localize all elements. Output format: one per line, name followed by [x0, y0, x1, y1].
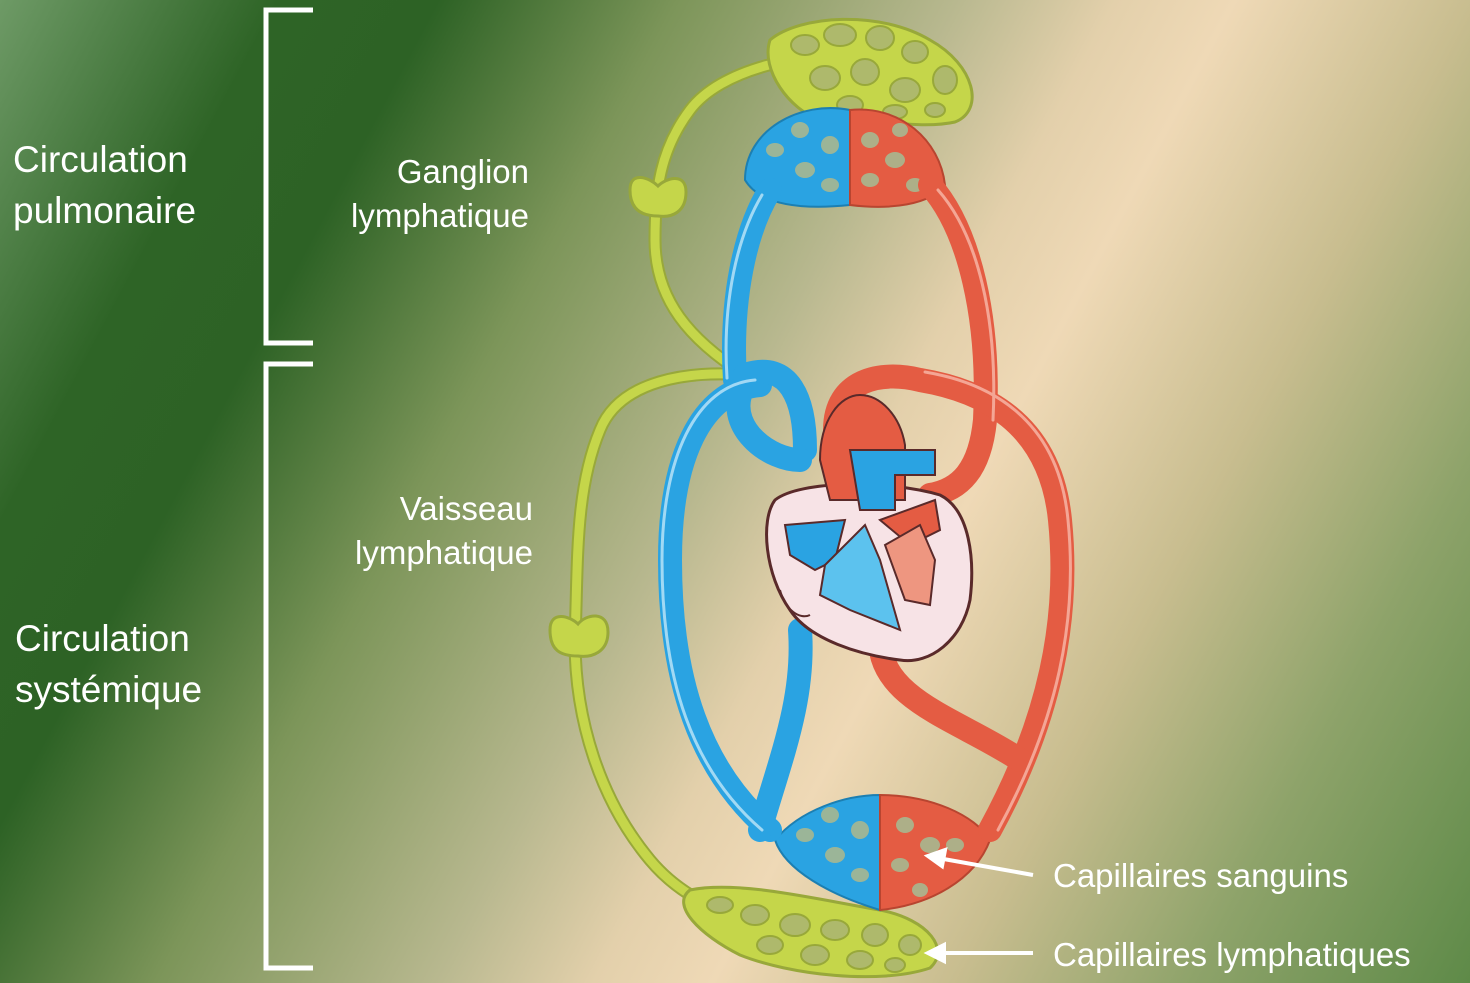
systemic-capillaries [775, 795, 990, 910]
lymph-capillaries-label: Capillaires lymphatiques [1053, 935, 1411, 975]
blood-capillaries-label: Capillaires sanguins [1053, 856, 1348, 896]
lymph-node-lower [550, 616, 608, 656]
pulmonary-circulation-label: Circulation pulmonaire [13, 134, 196, 236]
upper-lymph-capillaries [768, 19, 972, 124]
lymph-vessel-label: Vaisseau lymphatique [300, 487, 533, 575]
callout-arrows [928, 850, 1033, 961]
systemic-circulation-label: Circulation systémique [15, 613, 202, 715]
systemic-bracket [266, 364, 313, 968]
lymph-node-label: Ganglion lymphatique [300, 150, 529, 238]
